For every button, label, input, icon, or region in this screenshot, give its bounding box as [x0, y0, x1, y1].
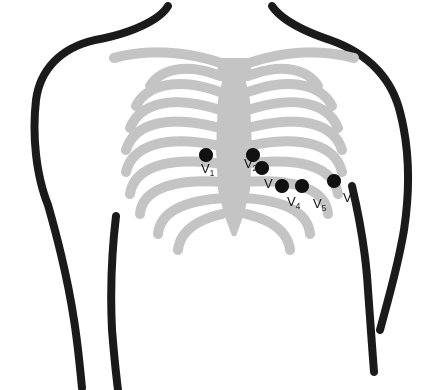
- electrode-v5: [295, 179, 309, 193]
- electrode-v6: [327, 174, 341, 188]
- left-clavicle: [114, 52, 224, 64]
- left-rib-9: [178, 214, 222, 250]
- right-clavicle: [246, 52, 354, 64]
- label-v3: V: [264, 176, 273, 191]
- electrode-v1: [199, 148, 213, 162]
- left-arm-line: [111, 216, 118, 390]
- label-v6: V: [343, 190, 352, 205]
- rib-cage: [114, 52, 354, 250]
- right-arm-line: [352, 186, 374, 372]
- label-v4: V4: [287, 194, 301, 211]
- electrode-v4: [275, 179, 289, 193]
- right-rib-9: [246, 214, 290, 250]
